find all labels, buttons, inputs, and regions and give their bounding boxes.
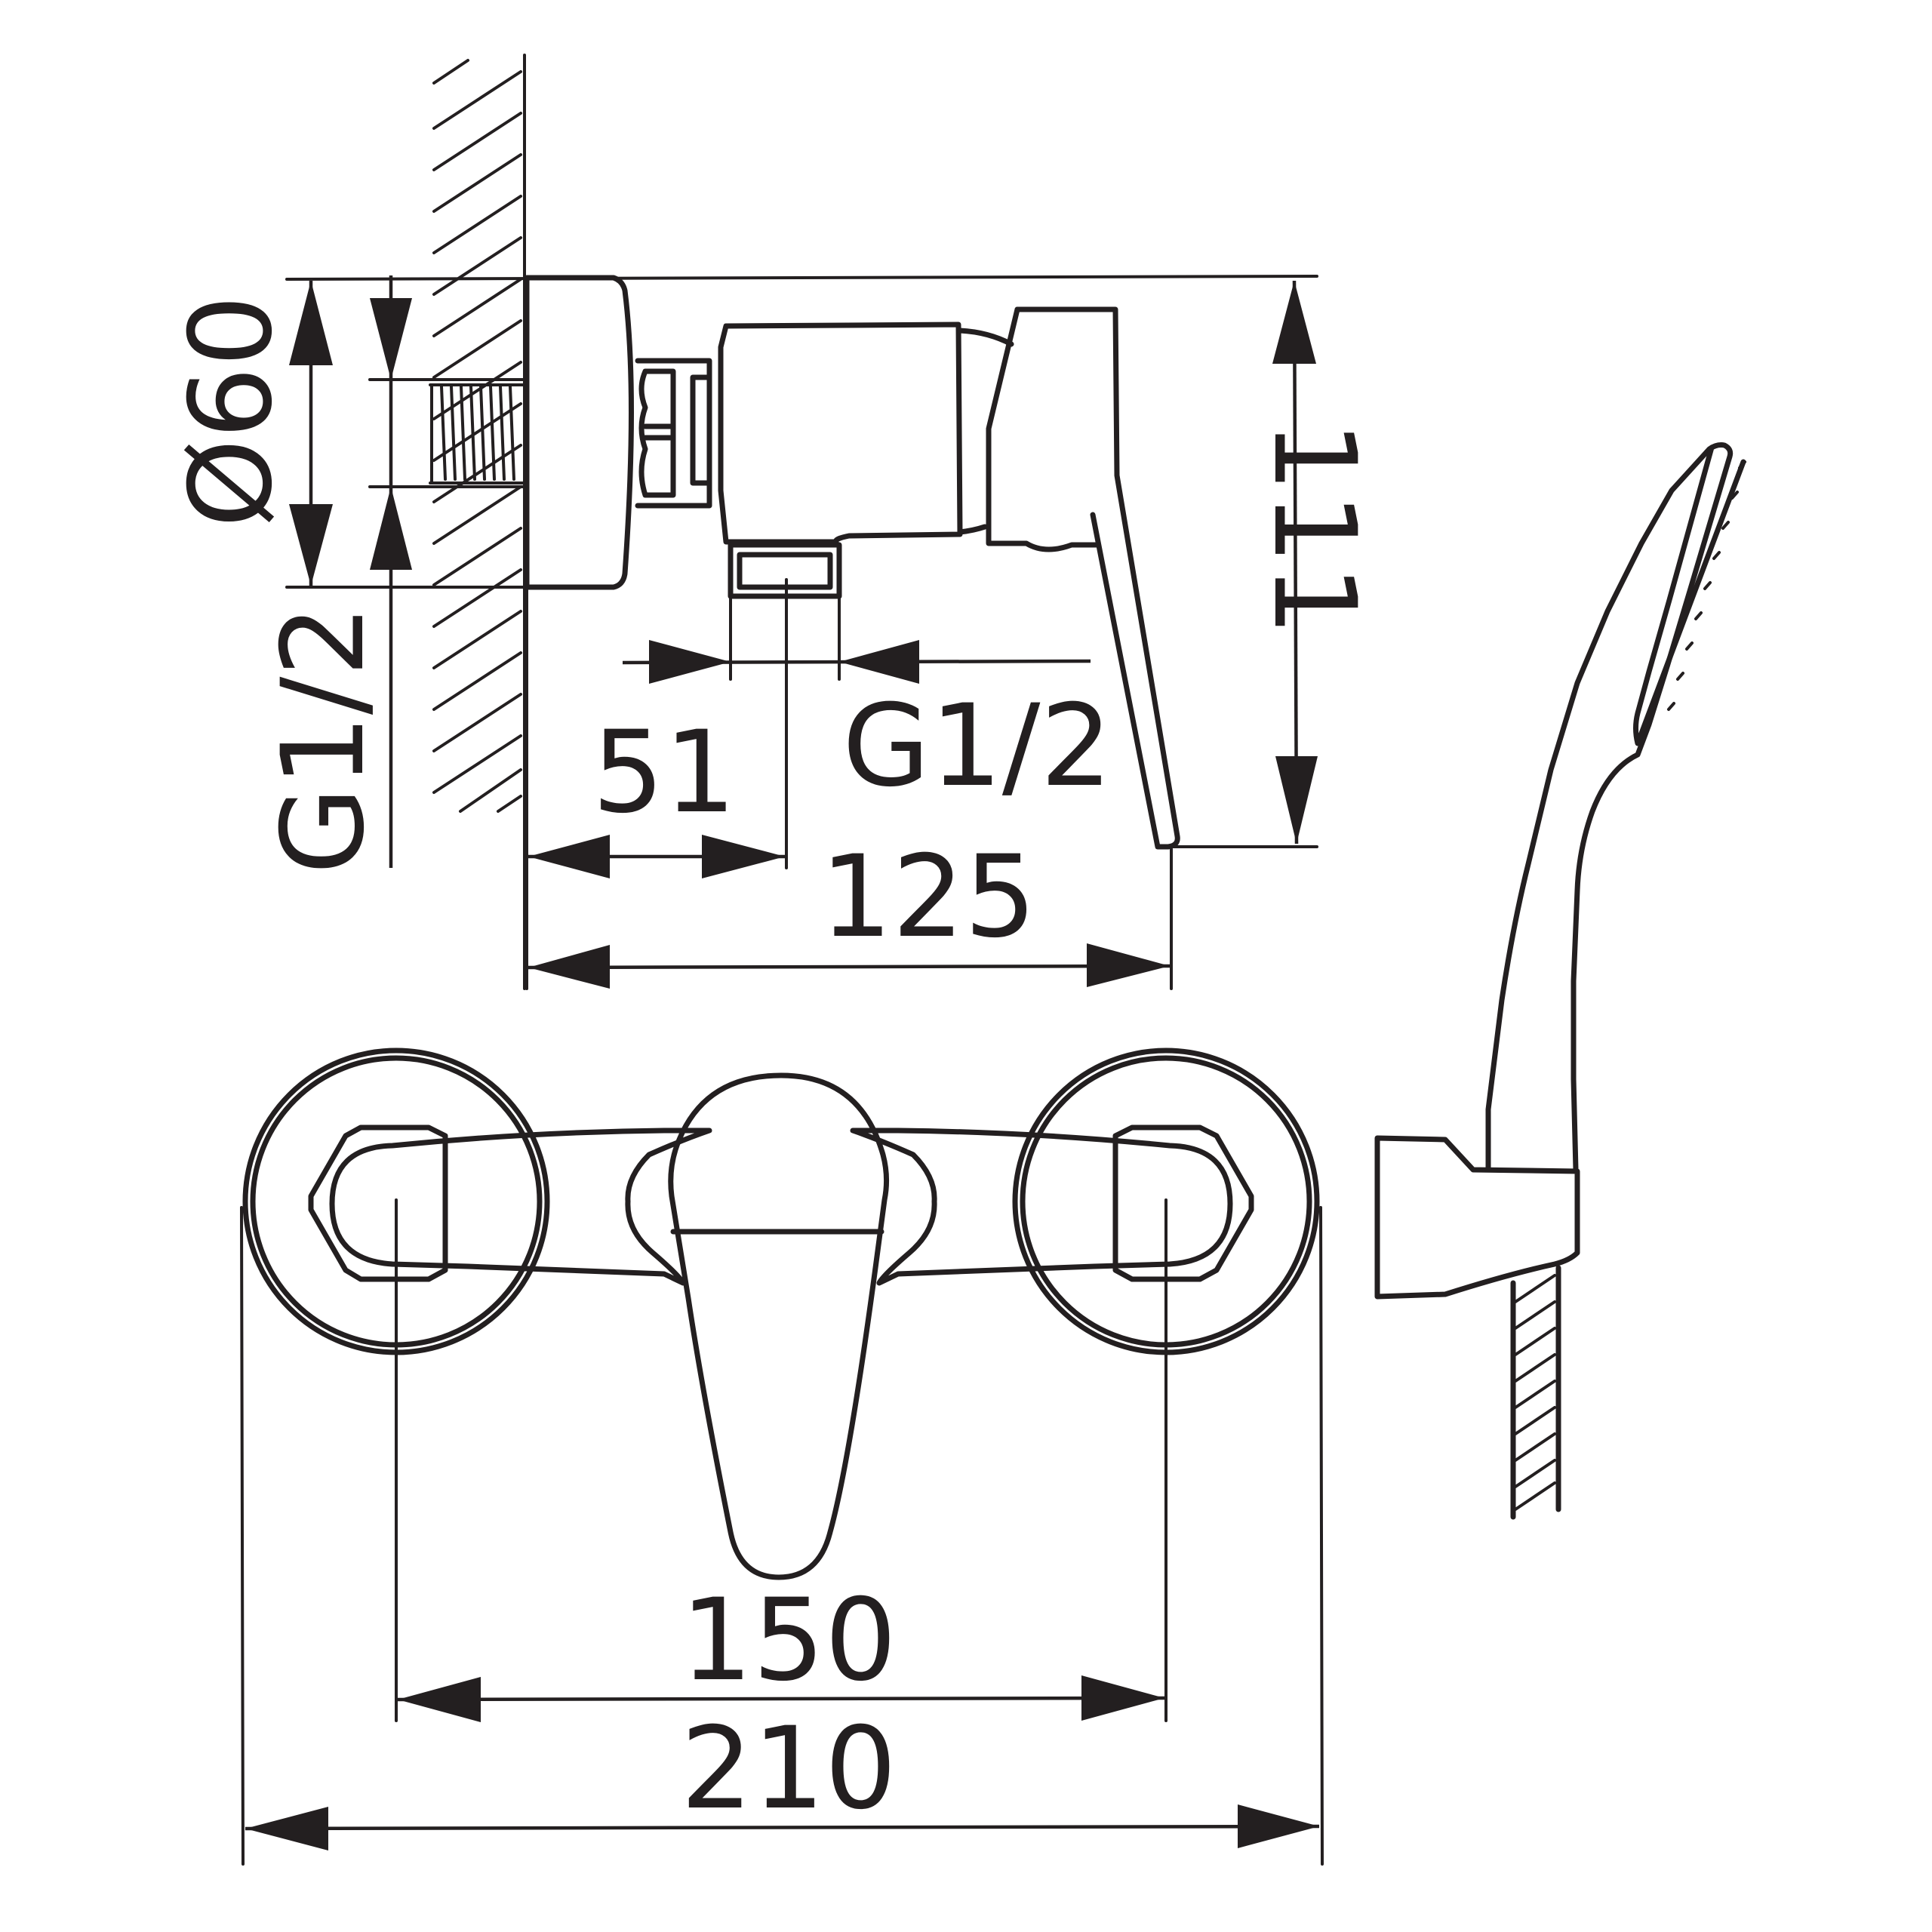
hand-shower-handle (1485, 442, 1734, 1173)
side-view: Ø60 G1/2 G1/2 51 (166, 54, 1380, 990)
mixer-body (718, 321, 1014, 545)
lever-handle-front (668, 1072, 890, 1580)
inlet-thread-label: G1/2 (258, 605, 389, 875)
wall-bracket (1374, 1135, 1580, 1300)
inlet-spacing-label: 150 (681, 1575, 897, 1706)
overall-width-label: 210 (681, 1703, 897, 1835)
spray-nozzles (1667, 460, 1746, 711)
projection-label: 125 (820, 832, 1036, 963)
height-dimension: 111 (1248, 280, 1380, 844)
outlet-thread-dimension: G1/2 (622, 596, 1112, 812)
inlet-spacing-dimension: 150 (397, 1575, 1165, 1722)
wall-hatching (432, 54, 526, 990)
outlet-thread-label: G1/2 (842, 681, 1112, 812)
wall-flange (524, 275, 634, 590)
inlet-thread-dimension: G1/2 (258, 275, 412, 875)
wall-rail (1510, 1265, 1561, 1520)
hand-shower-set (1374, 442, 1746, 1520)
front-view: 150 210 (240, 1048, 1324, 1866)
diameter-label: Ø60 (166, 295, 297, 528)
coupling-nut (635, 358, 712, 509)
depth-label: 51 (592, 707, 737, 838)
hand-shower-head (1633, 445, 1746, 746)
top-reference-line (285, 275, 1318, 281)
depth-dimension: 51 (528, 707, 785, 878)
inlet-thread-pipe (429, 383, 526, 485)
lever-base (986, 306, 1101, 552)
overall-width-dimension: 210 (245, 1703, 1320, 1850)
height-label: 111 (1248, 420, 1380, 636)
projection-dimension: 125 (525, 587, 1173, 990)
diameter-dimension: Ø60 (166, 281, 333, 586)
mixer-body-front (329, 1128, 712, 1286)
